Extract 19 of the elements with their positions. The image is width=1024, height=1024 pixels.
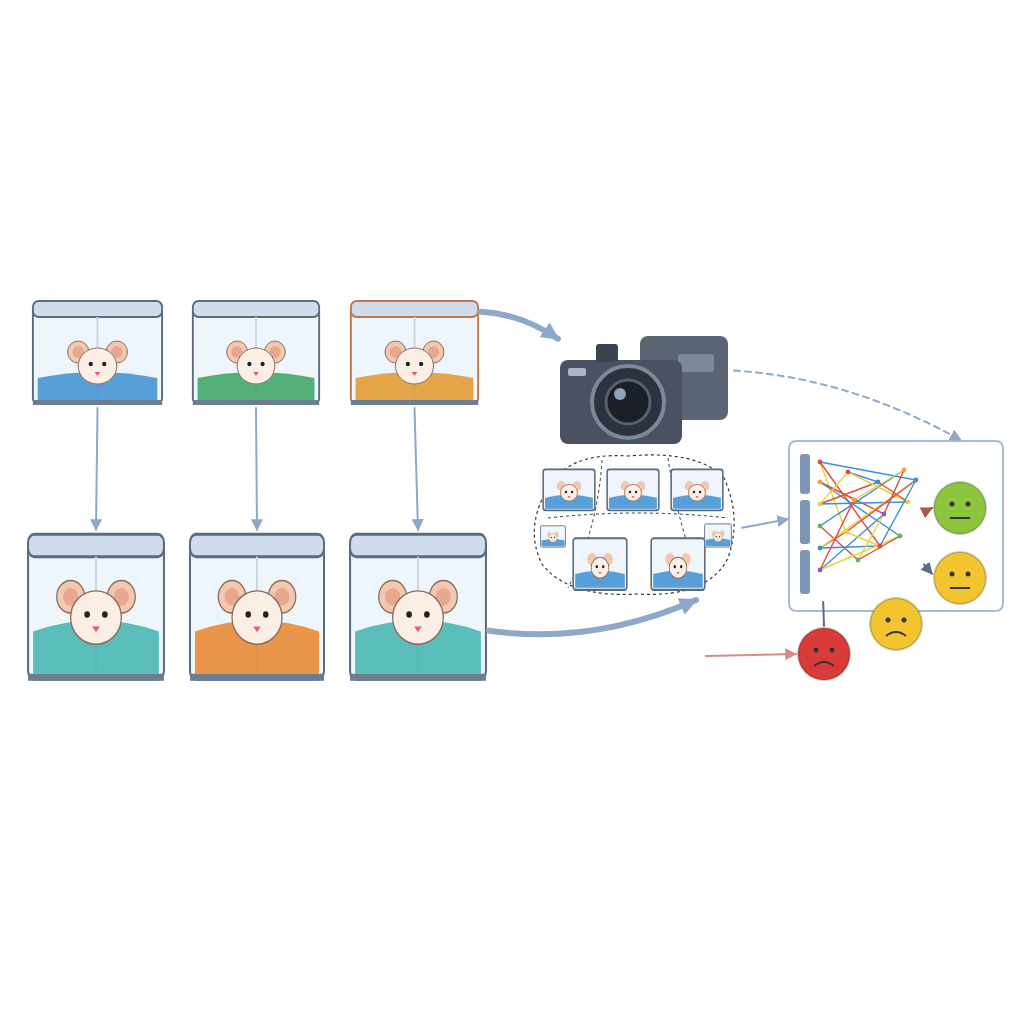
arrow bbox=[733, 369, 962, 441]
arrow bbox=[920, 561, 933, 575]
mouse-cage-drawing bbox=[30, 298, 165, 408]
arrow bbox=[250, 407, 263, 532]
arrow bbox=[478, 308, 561, 342]
face-icon bbox=[796, 626, 852, 682]
face-icon bbox=[868, 596, 924, 652]
arrow bbox=[919, 507, 934, 519]
face-icon bbox=[932, 480, 988, 536]
arrow bbox=[486, 597, 699, 638]
network-panel bbox=[788, 440, 1004, 612]
arrow bbox=[741, 515, 790, 529]
connector-line bbox=[822, 601, 825, 627]
arrow bbox=[411, 407, 424, 532]
mouse-cage-drawing bbox=[190, 298, 322, 408]
arrow bbox=[705, 648, 798, 661]
arrow bbox=[90, 407, 103, 532]
face-icon bbox=[932, 550, 988, 606]
mouse-cage-drawing bbox=[348, 298, 481, 408]
